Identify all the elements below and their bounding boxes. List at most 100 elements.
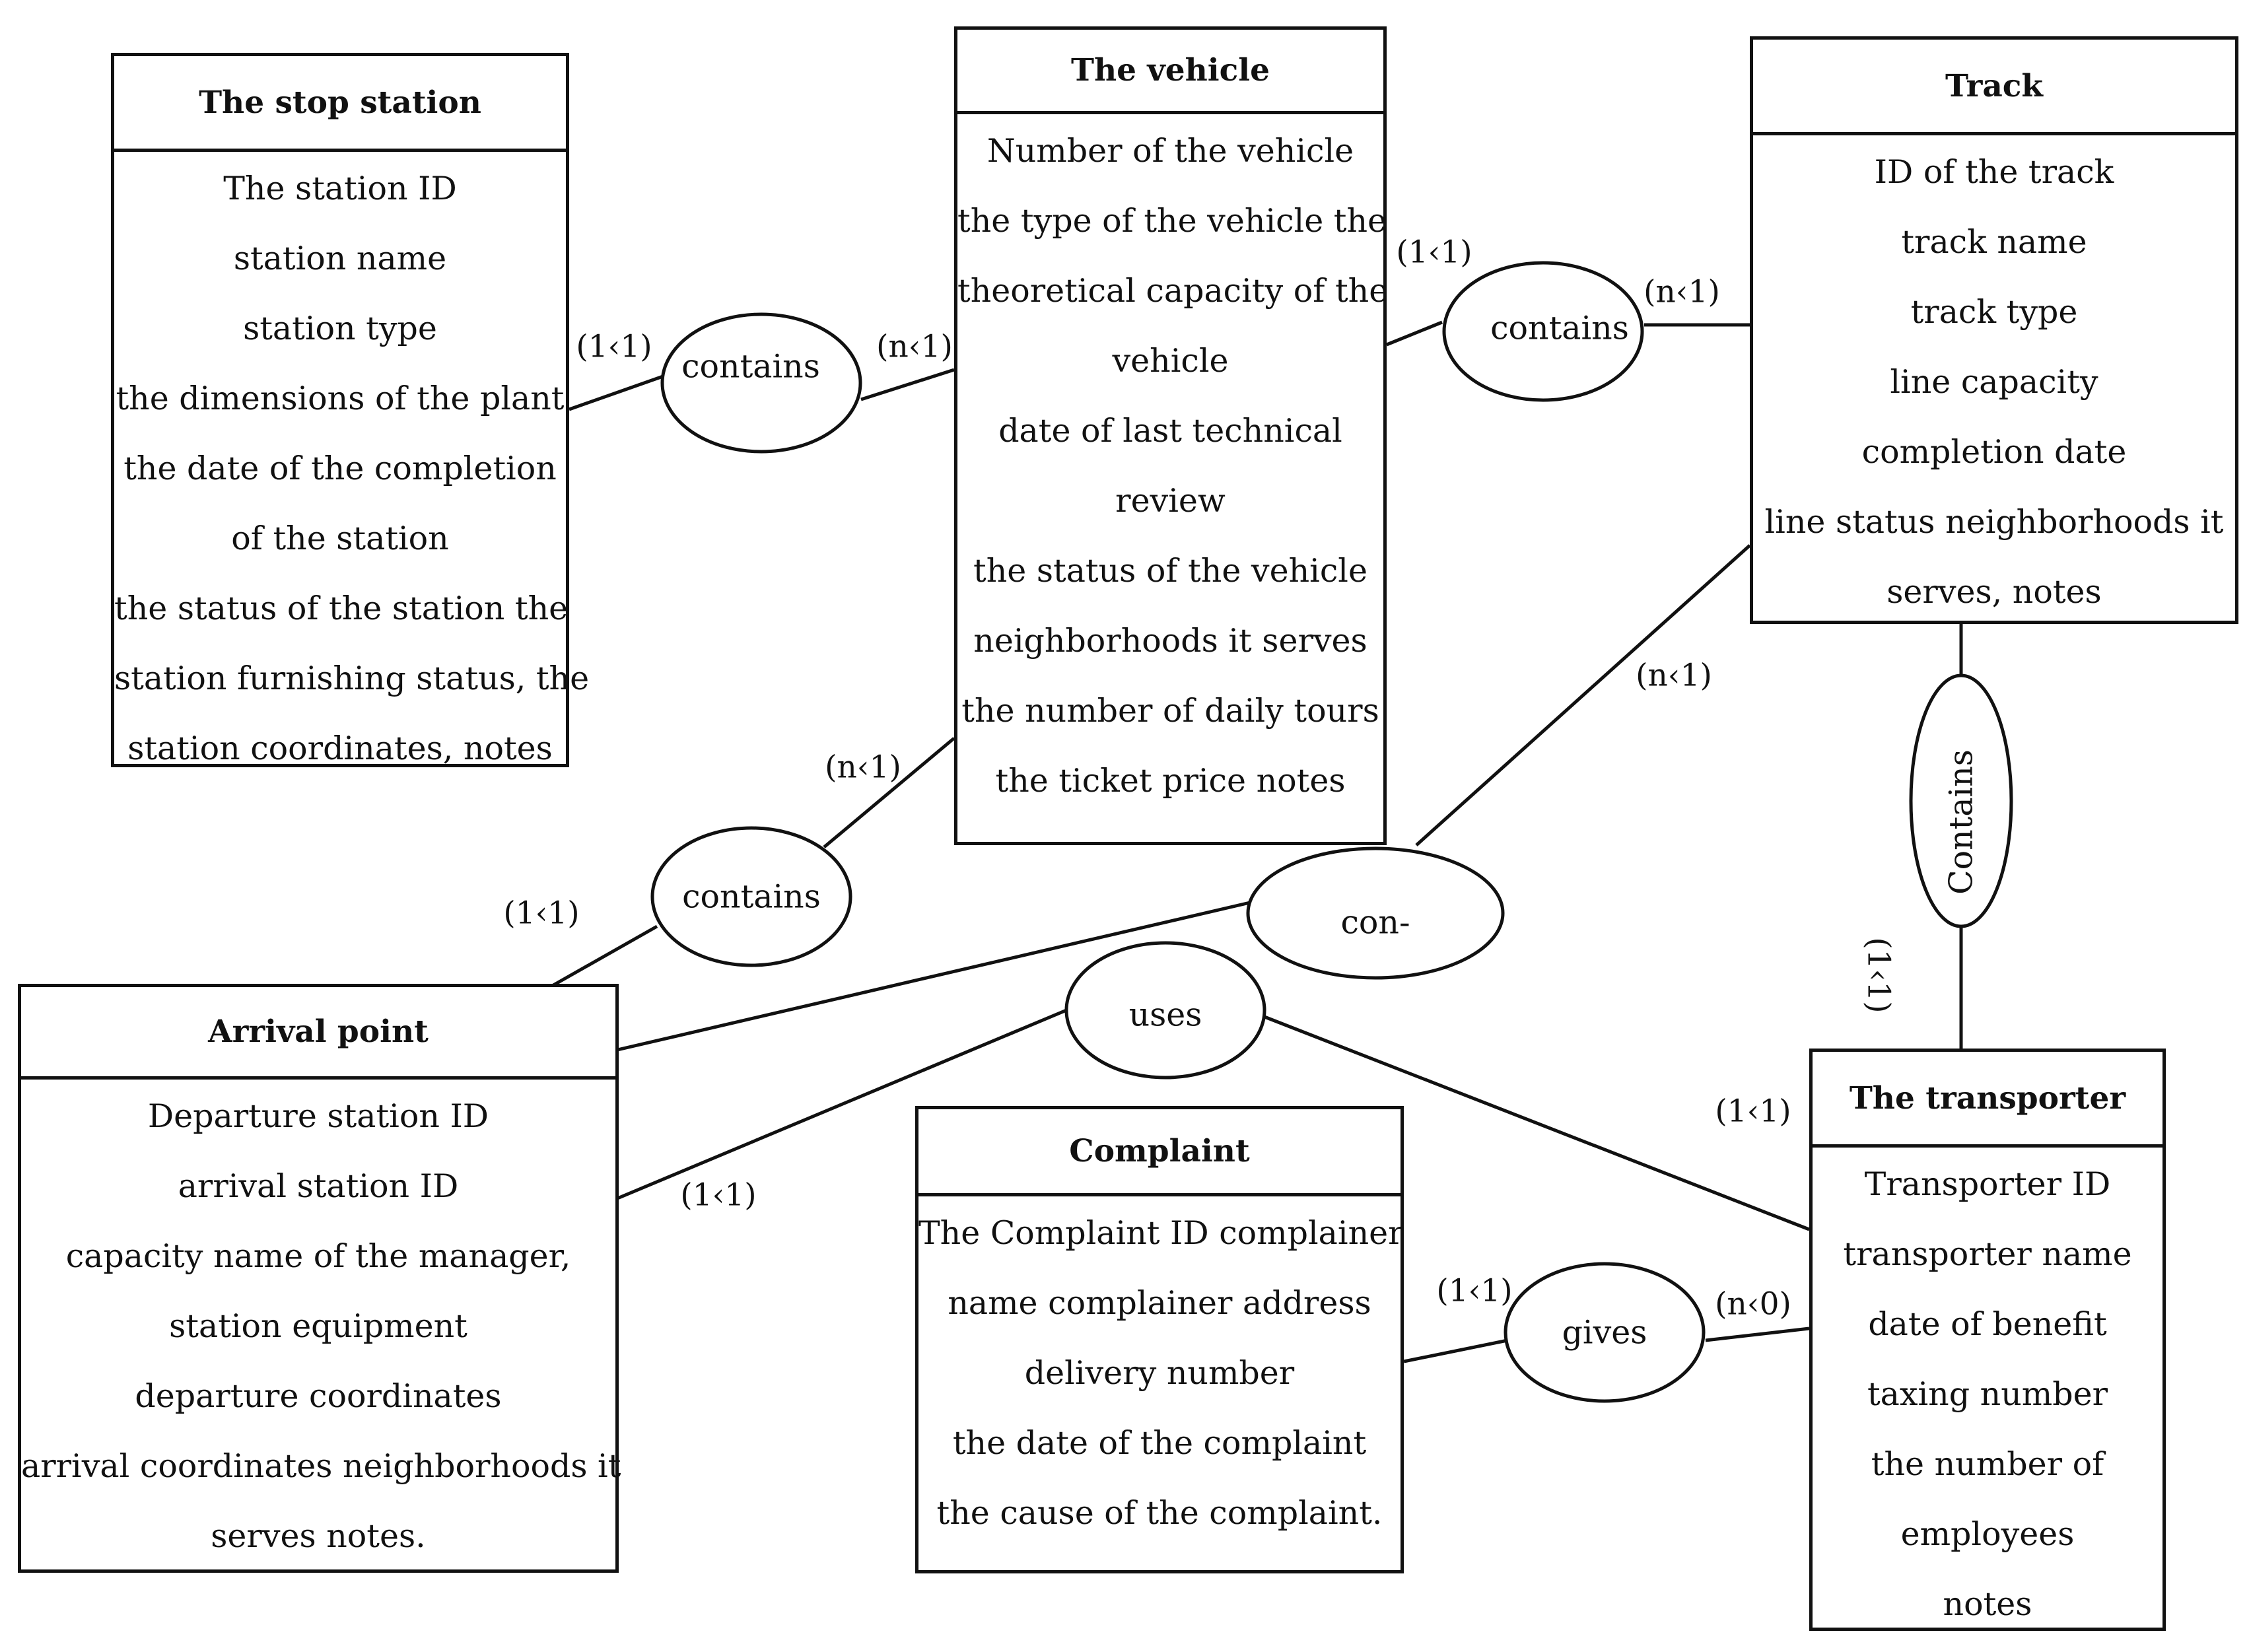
entity-attribute: Transporter ID [1864, 1165, 2111, 1203]
entity-title: Complaint [918, 1109, 1401, 1196]
cardinality-label: (1‹1) [1715, 1093, 1791, 1130]
entity-attribute: name complainer address [948, 1284, 1371, 1322]
entity-attribute: transporter name [1843, 1235, 2132, 1273]
entity-attribute: the number of daily tours [961, 692, 1379, 730]
relationship-ellipse-arrival-track [1246, 846, 1505, 980]
relationship-track-transporter: Contains [1943, 749, 1980, 895]
line-arrival-uses [617, 1008, 1067, 1200]
entity-attribute: The Complaint ID complainer [918, 1214, 1404, 1252]
entity-attribute: the type of the vehicle the [957, 202, 1387, 240]
line-contains-vehicle [860, 368, 955, 401]
entity-attribute: Number of the vehicle [986, 132, 1354, 170]
entity-title: Arrival point [21, 987, 615, 1080]
entity-attribute: station furnishing status, the [114, 660, 590, 697]
entity-attribute: review [1115, 482, 1226, 520]
entity-attribute: of the station [231, 520, 449, 557]
entity-attribute: station coordinates, notes [127, 730, 553, 767]
entity-attribute: arrival station ID [178, 1167, 459, 1205]
cardinality-label: (n‹1) [1636, 658, 1712, 694]
entity-attributes: The Complaint ID complainer name complain… [918, 1196, 1404, 1548]
entity-title: The transporter [1813, 1052, 2162, 1148]
cardinality-label: (1‹1) [576, 329, 652, 365]
line-complaint-gives [1403, 1338, 1508, 1363]
entity-attribute: the number of [1871, 1445, 2104, 1483]
cardinality-label: (1‹1) [1436, 1273, 1512, 1309]
cardinality-label: (1‹1) [1861, 937, 1897, 1013]
line-vehicle-contains3 [823, 737, 955, 848]
entity-attribute: notes [1943, 1585, 2032, 1623]
relationship-ellipse-arrival-vehicle [650, 826, 852, 967]
entity-attribute: arrival coordinates neighborhoods it [21, 1447, 621, 1485]
relationship-uses: uses [1129, 996, 1202, 1034]
cardinality-label: (1‹1) [503, 895, 579, 932]
line-uses-transporter [1264, 1015, 1810, 1231]
relationship-ellipse-track-transporter [1909, 673, 2013, 928]
entity-attribute: serves notes. [211, 1517, 426, 1555]
relationship-ellipse-station-vehicle [660, 312, 862, 454]
relationship-station-vehicle: contains [681, 348, 820, 386]
relationship-vehicle-track: contains [1490, 310, 1629, 347]
entity-attribute: neighborhoods it serves [973, 622, 1367, 660]
entity-attributes: ID of the track track name track type line … [1753, 135, 2235, 627]
entity-title: The stop station [114, 56, 566, 152]
entity-attribute: the cause of the complaint. [936, 1494, 1383, 1532]
entity-attribute: serves, notes [1886, 573, 2102, 611]
entity-attribute: line capacity [1890, 363, 2098, 401]
entity-attribute: theoretical capacity of the [957, 272, 1389, 310]
cardinality-label: (n‹1) [876, 329, 953, 365]
entity-attribute: employees [1900, 1515, 2075, 1553]
entity-attribute: the date of the complaint [952, 1424, 1367, 1462]
entity-attribute: delivery number [1024, 1354, 1295, 1392]
entity-attribute: date of last technical [998, 412, 1342, 450]
entity-attribute: completion date [1861, 433, 2127, 471]
entity-attribute: taxing number [1867, 1375, 2108, 1413]
entity-attribute: The station ID [223, 170, 457, 207]
entity-attribute: ID of the track [1874, 153, 2114, 191]
entity-attribute: station equipment [169, 1307, 467, 1345]
entity-attribute: station name [233, 240, 447, 277]
line-station-contains [569, 374, 664, 411]
relationship-arrival-vehicle: contains [682, 878, 821, 916]
relationship-ellipse-vehicle-track [1442, 261, 1644, 402]
cardinality-label: (1‹1) [680, 1177, 756, 1214]
cardinality-label: (n‹0) [1715, 1286, 1791, 1323]
relationship-gives: gives [1562, 1314, 1647, 1352]
entity-attribute: line status neighborhoods it [1764, 503, 2224, 541]
entity-attributes: Departure station ID arrival station ID ca… [21, 1080, 621, 1571]
entity-attribute: date of benefit [1868, 1305, 2107, 1343]
cardinality-label: (n‹1) [1644, 274, 1720, 310]
entity-attribute: the ticket price notes [995, 762, 1346, 800]
entity-attribute: Departure station ID [147, 1097, 489, 1135]
entity-attribute: vehicle [1112, 342, 1229, 380]
entity-title: The vehicle [957, 30, 1383, 114]
entity-attributes: Transporter ID transporter name date of be… [1813, 1148, 2162, 1639]
entity-attribute: track name [1901, 223, 2087, 261]
cardinality-label: (1‹1) [1396, 234, 1472, 271]
entity-transporter: The transporter Transporter ID transporte… [1809, 1049, 2166, 1631]
entity-attribute: departure coordinates [135, 1377, 502, 1415]
entity-attribute: track type [1910, 293, 2078, 331]
relationship-ellipse-uses [1064, 941, 1266, 1080]
entity-stop-station: The stop station The station ID station n… [111, 53, 589, 767]
line-contains3-arrival [552, 924, 658, 987]
entity-vehicle: The vehicle Number of the vehicle the typ… [954, 26, 1389, 845]
entity-attributes: Number of the vehicle the type of the veh… [957, 114, 1389, 816]
line-track-con [1415, 544, 1751, 846]
entity-attribute: the date of the completion [123, 450, 557, 487]
entity-complaint: Complaint The Complaint ID complainer nam… [915, 1106, 1404, 1573]
entity-attribute: capacity name of the manager, [65, 1237, 571, 1275]
cardinality-label: (n‹1) [825, 749, 901, 786]
entity-attribute: the status of the vehicle [973, 552, 1367, 590]
entity-attribute: station type [243, 310, 437, 347]
line-gives-transporter [1705, 1326, 1810, 1342]
entity-attribute: the status of the station the [114, 590, 569, 627]
line-vehicle-contains2 [1386, 320, 1443, 347]
entity-attributes: The station ID station name station type th… [114, 152, 590, 784]
relationship-ellipse-gives [1504, 1262, 1706, 1403]
entity-title: Track [1753, 40, 2235, 135]
entity-track: Track ID of the track track name track typ… [1750, 36, 2238, 624]
entity-arrival-point: Arrival point Departure station ID arriva… [18, 984, 621, 1573]
line-con-arrival [617, 901, 1251, 1052]
entity-attribute: the dimensions of the plant [116, 380, 565, 417]
